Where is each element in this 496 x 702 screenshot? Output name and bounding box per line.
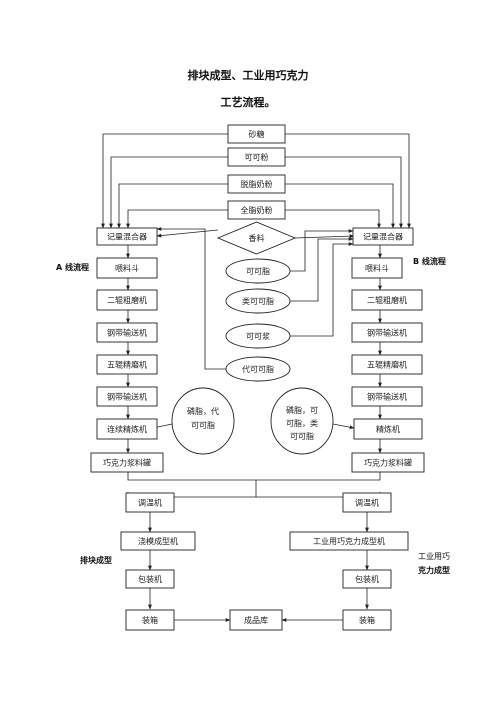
line-a-mixer-label: 记量混合器 — [107, 232, 147, 242]
line-a-conveyor-1-label: 钢带输送机 — [107, 328, 147, 338]
whole-milk-box — [227, 200, 286, 220]
additive-a-line-1: 磷脂，代 — [187, 406, 219, 416]
skim-milk-box — [227, 174, 286, 194]
line-a-five-roll-label: 五辊精磨机 — [107, 360, 147, 370]
sugar-label: 砂糖 — [249, 129, 265, 139]
cocoa-mass-ellipse — [225, 323, 291, 349]
warehouse — [229, 609, 283, 631]
title-line-2: 工艺流程。 — [220, 96, 276, 109]
title-line-1: 排块成型、工业用巧克力 — [187, 69, 309, 82]
line-b-mixer — [352, 227, 414, 246]
line-b-five-roll-label: 五辊精磨机 — [367, 360, 407, 370]
additive-b-line-2: 可脂，类 — [286, 418, 318, 428]
additive-a-circle — [171, 387, 235, 455]
cocoa-powder-label: 可可粉 — [245, 152, 269, 162]
ingredients: 砂糖 可可粉 脱脂奶粉 全脂奶粉 香料 — [216, 124, 297, 255]
additive-b-line-1: 磷脂，可 — [286, 405, 318, 415]
line-b-conveyor-1 — [351, 322, 423, 343]
line-a-five-roll — [96, 354, 158, 375]
line-b-conveyor-1-label: 钢带输送机 — [367, 328, 407, 338]
line-a-tank — [90, 452, 164, 473]
line-b: 记量混合器 喂料斗 二辊粗磨机 钢带输送机 五辊精磨机 钢带输送机 精炼机 巧克… — [351, 227, 425, 473]
pack-a-label: 包装机 — [138, 574, 162, 584]
skim-milk-label: 脱脂奶粉 — [241, 179, 273, 189]
cbs-label: 代可可脂 — [242, 364, 274, 374]
cocoa-butter-ellipse — [225, 258, 291, 284]
line-b-label: B 线流程 — [413, 256, 446, 266]
additive-a-line-2: 可可脂 — [191, 420, 215, 430]
line-a-conveyor-1 — [96, 322, 158, 343]
line-a-mixer — [96, 227, 158, 246]
flavor-diamond — [216, 221, 297, 255]
additive-b-circle — [270, 387, 334, 455]
box-b — [342, 609, 392, 631]
pack-a — [125, 569, 175, 589]
box-a — [125, 609, 175, 631]
line-a-hopper-label: 喂料斗 — [115, 263, 139, 273]
temper-b — [342, 492, 392, 513]
pack-b-label: 包装机 — [355, 574, 379, 584]
line-a-tank-label: 巧克力浆料罐 — [103, 458, 151, 468]
fats: 可可脂 类可可脂 可可浆 代可可脂 — [225, 258, 291, 382]
line-a-two-roll — [96, 289, 158, 311]
line-b-two-roll — [351, 289, 423, 311]
depositor-label: 浇模成型机 — [138, 536, 178, 546]
line-b-five-roll — [351, 354, 423, 375]
whole-milk-label: 全脂奶粉 — [241, 205, 273, 215]
cbe-label: 类可可脂 — [242, 296, 274, 306]
line-b-conveyor-2 — [351, 386, 423, 407]
line-a-label: A 线流程 — [56, 262, 89, 272]
line-a-two-roll-label: 二辊粗磨机 — [107, 295, 147, 305]
line-b-two-roll-label: 二辊粗磨机 — [367, 295, 407, 305]
box-b-label: 装箱 — [359, 615, 375, 625]
line-b-conche — [353, 418, 423, 440]
line-b-tank-label: 巧克力浆料罐 — [364, 458, 412, 468]
warehouse-label: 成品库 — [244, 615, 268, 625]
finishing: 调温机 调温机 浇模成型机 工业用巧克力成型机 包装机 包装机 装箱 成品库 装… — [120, 492, 409, 631]
line-b-conche-label: 精炼机 — [376, 424, 400, 434]
pack-b — [342, 569, 392, 589]
line-b-hopper-label: 喂料斗 — [365, 263, 389, 273]
temper-b-label: 调温机 — [355, 498, 379, 508]
line-a-conveyor-2 — [96, 386, 158, 407]
temper-a-label: 调温机 — [138, 498, 162, 508]
industrial-label-1: 工业用巧 — [418, 551, 450, 561]
additive-b-line-3: 可可脂 — [290, 431, 314, 441]
sugar-box — [227, 124, 286, 144]
cbs-ellipse — [225, 356, 291, 382]
flavor-label: 香料 — [249, 233, 265, 243]
cbe-ellipse — [225, 288, 291, 314]
line-b-conveyor-2-label: 钢带输送机 — [367, 392, 407, 402]
line-a: 记量混合器 喂料斗 二辊粗磨机 钢带输送机 五辊精磨机 钢带输送机 连续精炼机 … — [90, 227, 164, 473]
connectors — [101, 133, 411, 622]
box-a-label: 装箱 — [142, 615, 158, 625]
industrial-former — [289, 531, 409, 551]
side-labels: A 线流程 B 线流程 排块成型 工业用巧 克力成型 — [56, 256, 450, 575]
depositor — [120, 531, 196, 551]
line-b-mixer-label: 记量混合器 — [363, 232, 403, 242]
line-a-conche — [96, 418, 158, 440]
additives: 磷脂，代 可可脂 磷脂，可 可脂，类 可可脂 — [171, 387, 334, 455]
temper-a — [125, 492, 175, 513]
cocoa-powder-box — [227, 147, 286, 167]
molding-label: 排块成型 — [80, 555, 112, 565]
line-a-conche-label: 连续精炼机 — [107, 424, 147, 434]
industrial-label-2: 克力成型 — [418, 565, 450, 575]
line-b-tank — [351, 452, 425, 473]
line-a-hopper — [96, 257, 158, 279]
line-a-conveyor-2-label: 钢带输送机 — [107, 392, 147, 402]
cocoa-butter-label: 可可脂 — [246, 266, 270, 276]
industrial-former-label: 工业用巧克力成型机 — [313, 536, 385, 546]
cocoa-mass-label: 可可浆 — [246, 331, 270, 341]
line-b-hopper — [351, 257, 403, 279]
